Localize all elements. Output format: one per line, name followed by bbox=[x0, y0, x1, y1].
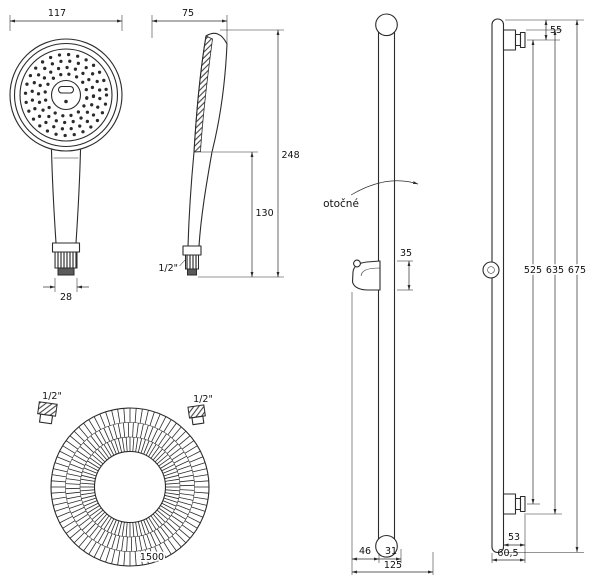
dim-total-height: 248 bbox=[198, 29, 300, 278]
connector-ribs-front bbox=[54, 251, 78, 269]
hub-dot bbox=[64, 99, 68, 104]
hose-coil-ribs bbox=[51, 408, 209, 566]
hose-coil-loop-line-1 bbox=[65, 422, 195, 552]
shower-head-inner-rim bbox=[13, 42, 119, 148]
dim-bracket-depth-label: 53 bbox=[508, 532, 520, 543]
dim-holder-height-label: 35 bbox=[400, 248, 412, 259]
holder-pivot-side bbox=[482, 261, 500, 279]
spray-face-hatch bbox=[193, 35, 213, 153]
dim-rail-total-height: 675 bbox=[504, 19, 588, 553]
shower-head-face-rim bbox=[19, 48, 113, 142]
hose-thread-left-label: 1/2" bbox=[42, 391, 62, 402]
dim-holder-height: 35 bbox=[397, 248, 413, 291]
dim-offset-right-label: 31 bbox=[385, 546, 397, 557]
hose-coil-loop-line-2 bbox=[79, 436, 181, 538]
rotation-label: otočné bbox=[323, 198, 359, 210]
dim-total-height-label: 248 bbox=[282, 150, 300, 161]
dim-base-depth-label: 60,5 bbox=[497, 548, 518, 559]
dim-mount-span-label: 635 bbox=[546, 265, 564, 276]
handshower-side-view: 75 1/2" 130 248 bbox=[151, 8, 300, 278]
holder-pivot-center bbox=[487, 266, 495, 274]
rail-side-view: 55 525 635 675 53 60,5 bbox=[482, 18, 588, 563]
wall-bracket-bottom bbox=[502, 493, 526, 515]
spray-mode-hub bbox=[50, 79, 82, 111]
handle-side-connector bbox=[182, 245, 202, 276]
hose-connector-left bbox=[37, 401, 58, 425]
dim-head-width: 117 bbox=[9, 8, 123, 31]
handshower-front-view: 117 28 bbox=[9, 8, 123, 303]
dim-connector-width: 28 bbox=[43, 278, 89, 303]
hose-connector-right bbox=[187, 404, 206, 426]
dim-rail-total-height-label: 675 bbox=[568, 265, 586, 276]
rail-profile bbox=[491, 18, 505, 554]
thread-size-label: 1/2" bbox=[158, 263, 178, 274]
dim-handle-height-label: 130 bbox=[256, 208, 274, 219]
hose-length-label: 1500 bbox=[140, 552, 164, 563]
spray-nozzle-dots bbox=[23, 52, 109, 138]
dim-base-width-label: 125 bbox=[384, 560, 402, 571]
dim-bracket-span: 525 bbox=[522, 39, 544, 505]
thread-label-side: 1/2" bbox=[158, 258, 187, 274]
connector-nut-front bbox=[51, 242, 81, 253]
dim-rail-front-bottom: 46 31 125 bbox=[351, 292, 434, 575]
hose-view: 1/2" 1/2" 1500 bbox=[37, 391, 213, 567]
dim-top-offset-label: 55 bbox=[550, 25, 562, 36]
connector-tip-front bbox=[57, 267, 75, 276]
hose-coil-inner-edge bbox=[93, 450, 167, 524]
hose-thread-right-label: 1/2" bbox=[193, 394, 213, 405]
shower-holder-front bbox=[351, 259, 381, 291]
dim-mount-span: 635 bbox=[526, 29, 566, 515]
dim-bracket-depth: 53 bbox=[503, 513, 526, 563]
dim-head-width-label: 117 bbox=[48, 8, 66, 19]
hose-coil-outer-edge bbox=[50, 407, 210, 567]
rail-front-view: otočné 35 46 31 125 bbox=[323, 13, 434, 575]
dim-head-depth-label: 75 bbox=[182, 8, 194, 19]
spray-mode-button bbox=[57, 85, 75, 94]
dim-head-depth: 75 bbox=[151, 8, 228, 44]
dim-handle-height: 130 bbox=[213, 151, 274, 278]
rail-top-cap bbox=[375, 13, 398, 37]
dim-connector-width-label: 28 bbox=[60, 292, 72, 303]
dim-base-depth: 60,5 bbox=[491, 548, 526, 563]
handle-front bbox=[50, 149, 82, 276]
rail-bottom-cap bbox=[375, 534, 398, 558]
dim-bracket-span-label: 525 bbox=[524, 265, 542, 276]
wall-bracket-top bbox=[502, 29, 526, 51]
dim-offset-left-label: 46 bbox=[359, 546, 371, 557]
rotation-arrow bbox=[350, 180, 419, 196]
rotation-annotation: otočné bbox=[323, 180, 419, 210]
